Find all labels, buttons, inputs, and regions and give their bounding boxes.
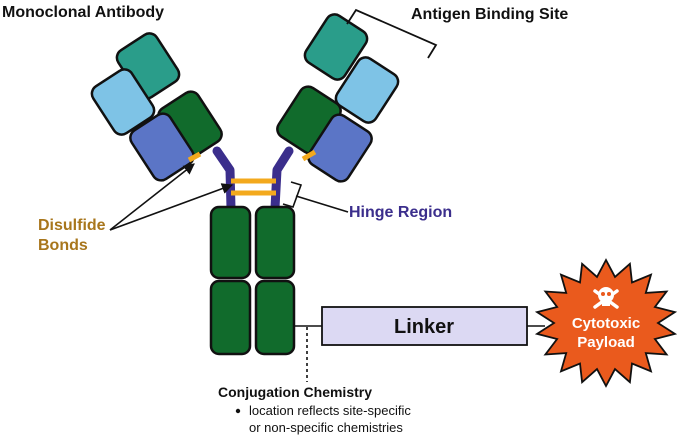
antigen-binding-site-label: Antigen Binding Site bbox=[411, 6, 568, 23]
hinge-region-bracket bbox=[282, 181, 303, 208]
right-light-chain-constant bbox=[334, 56, 400, 124]
left-hinge-chain bbox=[212, 146, 236, 213]
conjugation-title: Conjugation Chemistry bbox=[218, 384, 372, 400]
right-heavy-chain-constant bbox=[307, 113, 373, 183]
right-arm bbox=[276, 13, 400, 183]
skull-crossbones-icon bbox=[593, 287, 619, 309]
fc-left-upper bbox=[209, 205, 252, 280]
conjugation-line2: or non-specific chemistries bbox=[249, 420, 403, 435]
disulfide-arrow-1 bbox=[109, 163, 195, 231]
linker-box bbox=[321, 306, 528, 346]
hinge-pointer-line bbox=[295, 195, 349, 213]
antigen-site-bracket bbox=[346, 8, 438, 59]
payload-starburst bbox=[534, 258, 678, 388]
title-label: Monoclonal Antibody bbox=[2, 4, 164, 21]
right-light-chain-variable bbox=[303, 13, 369, 81]
payload-label-line1: Cytotoxic bbox=[572, 315, 640, 332]
payload-label-line2: Payload bbox=[577, 334, 635, 351]
left-heavy-chain-constant bbox=[129, 112, 195, 182]
fc-left-lower bbox=[209, 279, 252, 356]
left-interchain-disulfide bbox=[187, 151, 202, 163]
conjugation-line1: location reflects site-specific bbox=[249, 403, 411, 418]
conjugation-bullet bbox=[235, 408, 241, 414]
right-hinge-chain bbox=[270, 146, 294, 213]
linker-label: Linker bbox=[394, 316, 454, 338]
left-arm bbox=[90, 32, 223, 182]
right-interchain-disulfide bbox=[301, 149, 317, 162]
disulfide-label-line1: Disulfide bbox=[38, 217, 106, 234]
fc-region bbox=[209, 205, 296, 356]
hinge-region-label: Hinge Region bbox=[349, 204, 452, 221]
fc-right-lower bbox=[254, 279, 296, 356]
fc-right-upper bbox=[254, 205, 296, 280]
disulfide-arrow-2 bbox=[109, 183, 234, 231]
disulfide-label-line2: Bonds bbox=[38, 237, 88, 254]
left-light-chain-constant bbox=[90, 68, 156, 136]
